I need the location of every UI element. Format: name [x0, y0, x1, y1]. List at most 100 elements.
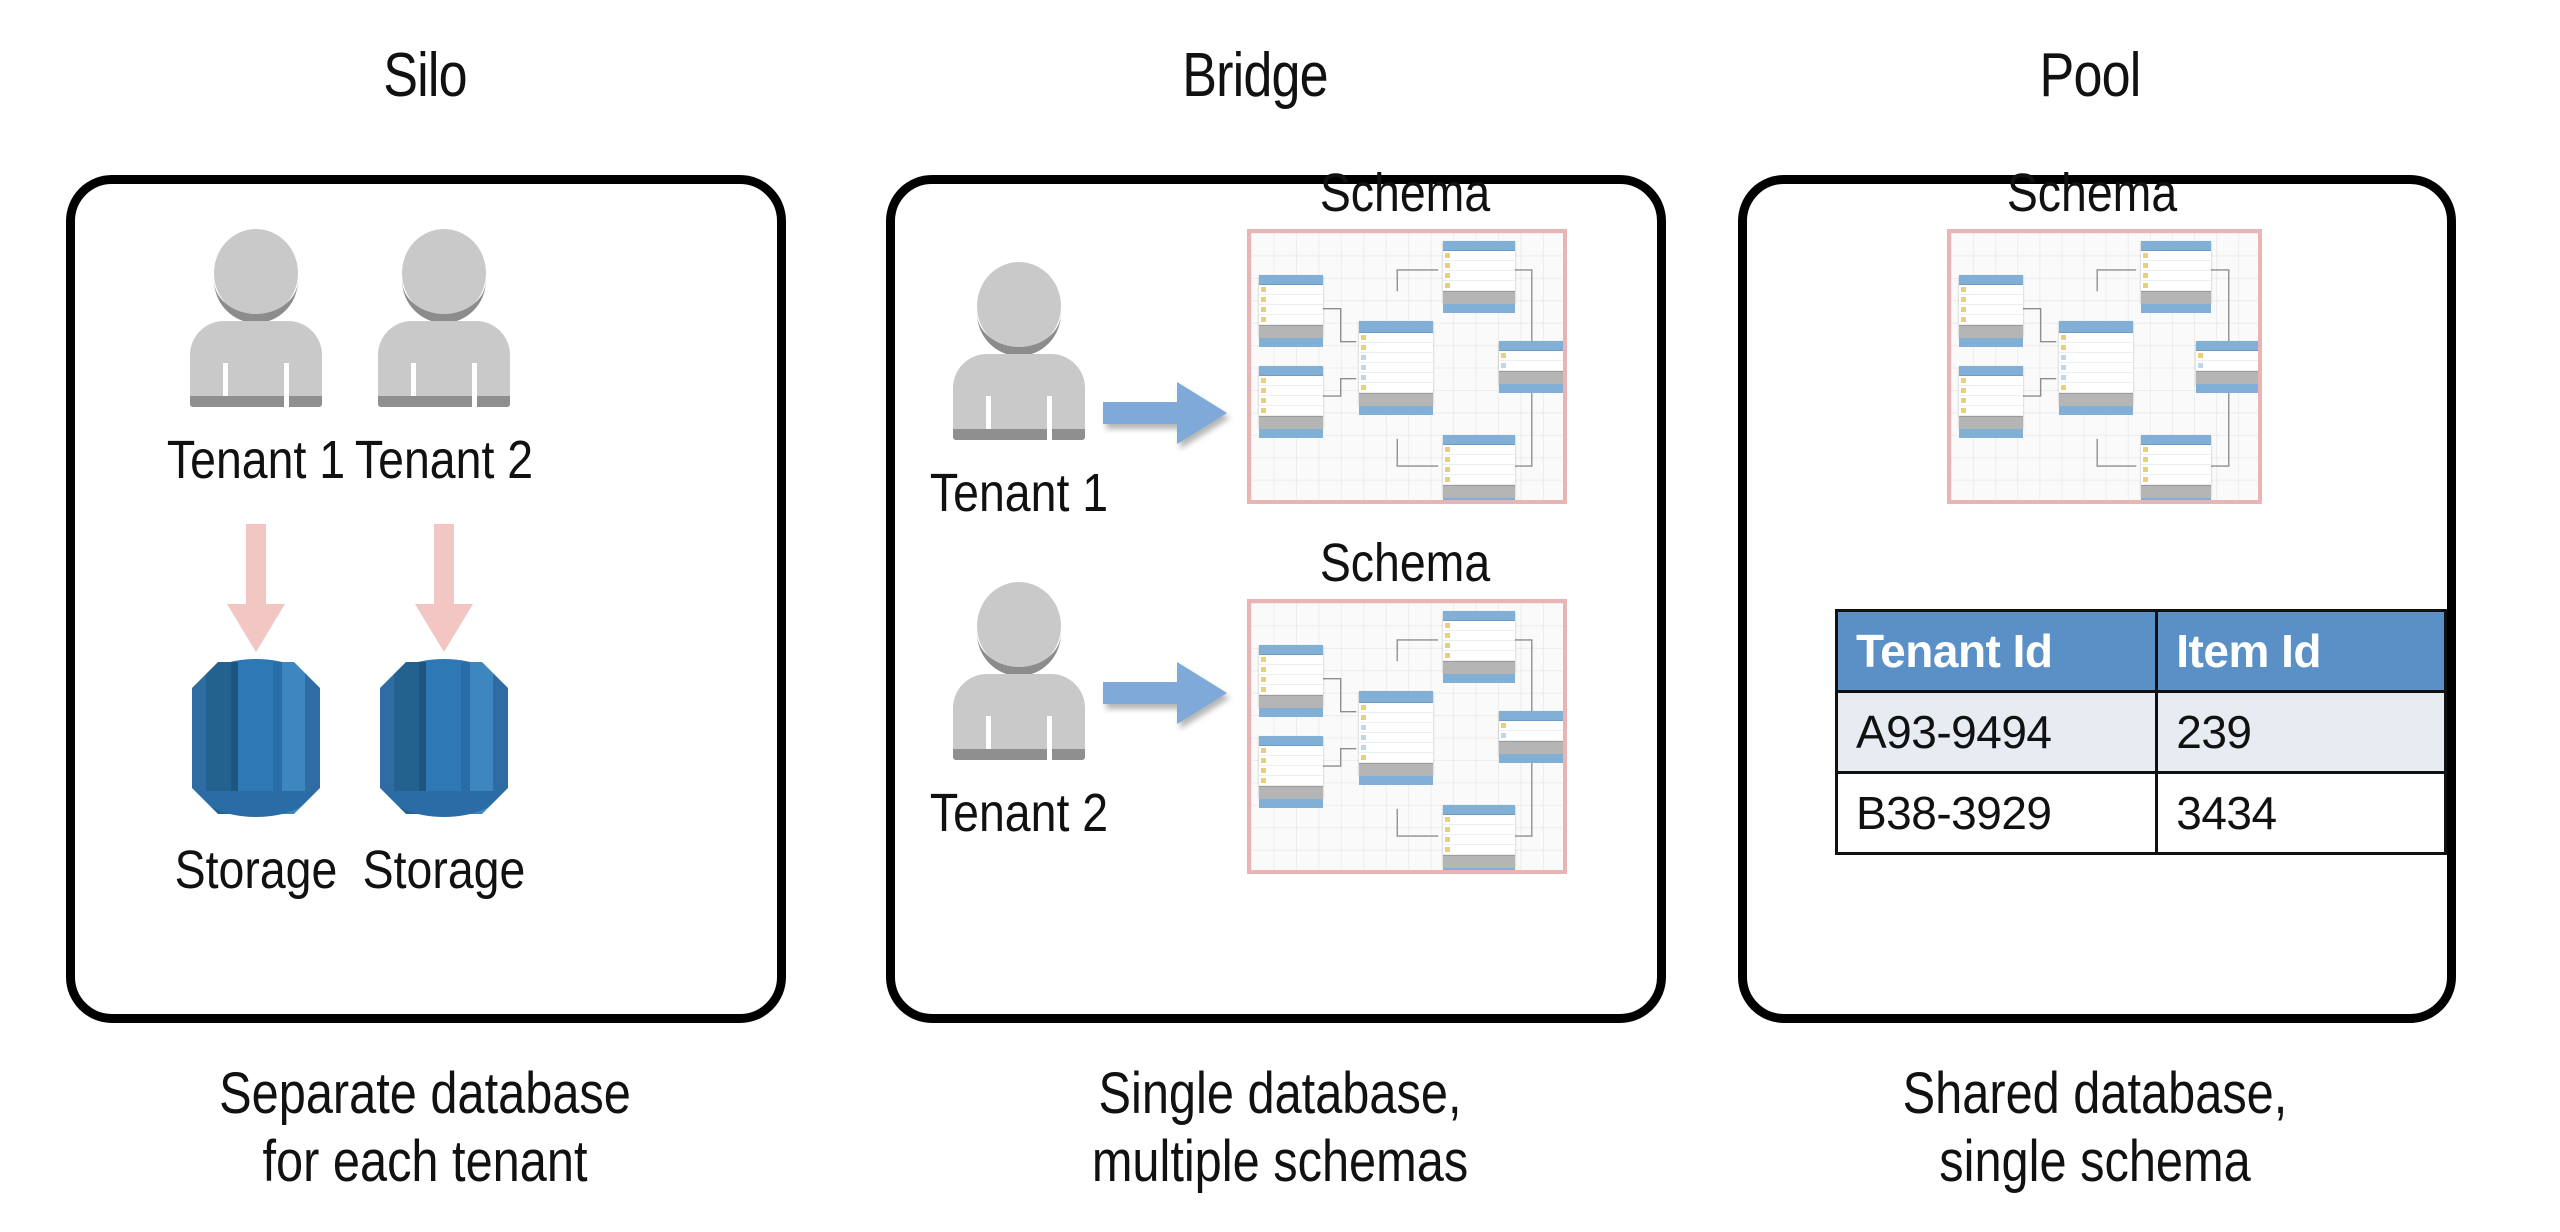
erd-row	[1259, 406, 1323, 416]
erd-schema-icon	[1947, 229, 2262, 504]
person-body	[953, 674, 1085, 760]
erd-row	[2059, 353, 2133, 363]
arrow-right-icon	[1103, 662, 1227, 724]
arrow-shaft	[1103, 682, 1185, 704]
panel-pool: Schema	[1738, 163, 2456, 1023]
erd-row	[1959, 285, 2023, 295]
erd-table-footer	[1959, 325, 2023, 338]
caption-line: Separate database	[219, 1061, 631, 1126]
erd-table-base	[1259, 708, 1323, 717]
erd-table	[1359, 321, 1433, 415]
erd-table-rows	[1443, 815, 1515, 855]
erd-table-base	[2141, 304, 2211, 313]
person-body	[378, 321, 510, 407]
erd-table	[1443, 241, 1515, 313]
erd-row	[1499, 351, 1563, 361]
erd-canvas	[1251, 603, 1563, 870]
erd-table-base	[2196, 384, 2258, 393]
erd-row	[1359, 703, 1433, 713]
erd-row	[1359, 733, 1433, 743]
erd-row	[2059, 343, 2133, 353]
person-base	[378, 396, 510, 407]
erd-table	[2141, 435, 2211, 500]
erd-row	[1359, 333, 1433, 343]
erd-table-footer	[1359, 762, 1433, 776]
erd-row	[1259, 776, 1323, 786]
cell-tenant-id: A93-9494	[1834, 690, 2159, 774]
erd-table-base	[1499, 384, 1563, 393]
column-header-item-id: Item Id	[2155, 609, 2447, 693]
storage-facet	[238, 662, 274, 814]
erd-row	[1443, 651, 1515, 661]
caption-line: single schema	[1939, 1129, 2251, 1195]
erd-table-rows	[1359, 703, 1433, 763]
erd-table-rows	[1259, 655, 1323, 695]
erd-table-footer	[1443, 661, 1515, 674]
erd-row	[1259, 315, 1323, 325]
cell-tenant-id: B38-3929	[1834, 771, 2159, 855]
erd-table	[1443, 805, 1515, 870]
erd-table-rows	[1443, 445, 1515, 485]
person-base	[953, 429, 1085, 440]
person-icon	[378, 229, 510, 407]
erd-row	[2059, 333, 2133, 343]
erd-row	[2141, 445, 2211, 455]
storage-facet	[461, 662, 471, 814]
person-icon	[190, 229, 322, 407]
erd-table-header	[1443, 241, 1515, 251]
erd-row	[1443, 621, 1515, 631]
erd-table-base	[1959, 429, 2023, 438]
erd-table-base	[1959, 338, 2023, 347]
caption-bridge: Single database, multiple schemas	[1092, 1060, 1468, 1197]
erd-row	[1359, 383, 1433, 393]
cell-item-id: 3434	[2155, 771, 2447, 855]
erd-row	[1259, 305, 1323, 315]
arrow-head	[227, 604, 285, 652]
database-storage-icon	[378, 659, 510, 817]
cell-item-id: 239	[2155, 690, 2447, 774]
erd-row	[2059, 363, 2133, 373]
erd-row	[1443, 261, 1515, 271]
erd-row	[1259, 396, 1323, 406]
erd-row	[1359, 343, 1433, 353]
erd-row	[1259, 675, 1323, 685]
storage-facet	[493, 662, 508, 814]
table-body: A93-9494 239 B38-3929 3434	[1834, 690, 2447, 855]
erd-row	[1359, 743, 1433, 753]
erd-table-header	[2141, 241, 2211, 251]
caption-silo: Separate database for each tenant	[219, 1060, 631, 1197]
erd-row	[2141, 271, 2211, 281]
erd-table-base	[1359, 405, 1433, 415]
erd-row	[1959, 396, 2023, 406]
arrow-shaft	[1103, 402, 1185, 424]
schema-title: Schema	[2006, 163, 2178, 223]
erd-table-header	[2059, 321, 2133, 333]
erd-table	[1499, 711, 1563, 763]
erd-table	[1959, 366, 2023, 438]
erd-row	[1443, 815, 1515, 825]
erd-table-footer	[1443, 855, 1515, 868]
column-title-bridge: Bridge	[1182, 41, 1328, 110]
erd-table	[1259, 275, 1323, 347]
erd-row	[1443, 641, 1515, 651]
erd-table-header	[1443, 805, 1515, 815]
erd-table-rows	[2059, 333, 2133, 393]
panel-silo: Tenant 1 Storage	[66, 175, 786, 1023]
erd-table-base	[1499, 754, 1563, 763]
tenant-label: Tenant 1	[166, 430, 346, 490]
table-header-row: Tenant Id Item Id	[1834, 609, 2447, 693]
storage-facet	[273, 662, 283, 814]
erd-row	[2141, 281, 2211, 291]
erd-table-footer	[2141, 291, 2211, 304]
panel-bridge: Schema Tenant 1	[886, 163, 1666, 1023]
erd-table-rows	[2141, 251, 2211, 291]
table-head: Tenant Id Item Id	[1834, 609, 2447, 693]
erd-row	[1959, 295, 2023, 305]
erd-table	[1499, 341, 1563, 393]
erd-row	[1259, 685, 1323, 695]
tenant-item-table-grid: Tenant Id Item Id A93-9494 239 B38-3929 …	[1834, 609, 2447, 855]
table-row: A93-9494 239	[1834, 690, 2447, 774]
erd-row	[1443, 835, 1515, 845]
erd-row	[1443, 825, 1515, 835]
